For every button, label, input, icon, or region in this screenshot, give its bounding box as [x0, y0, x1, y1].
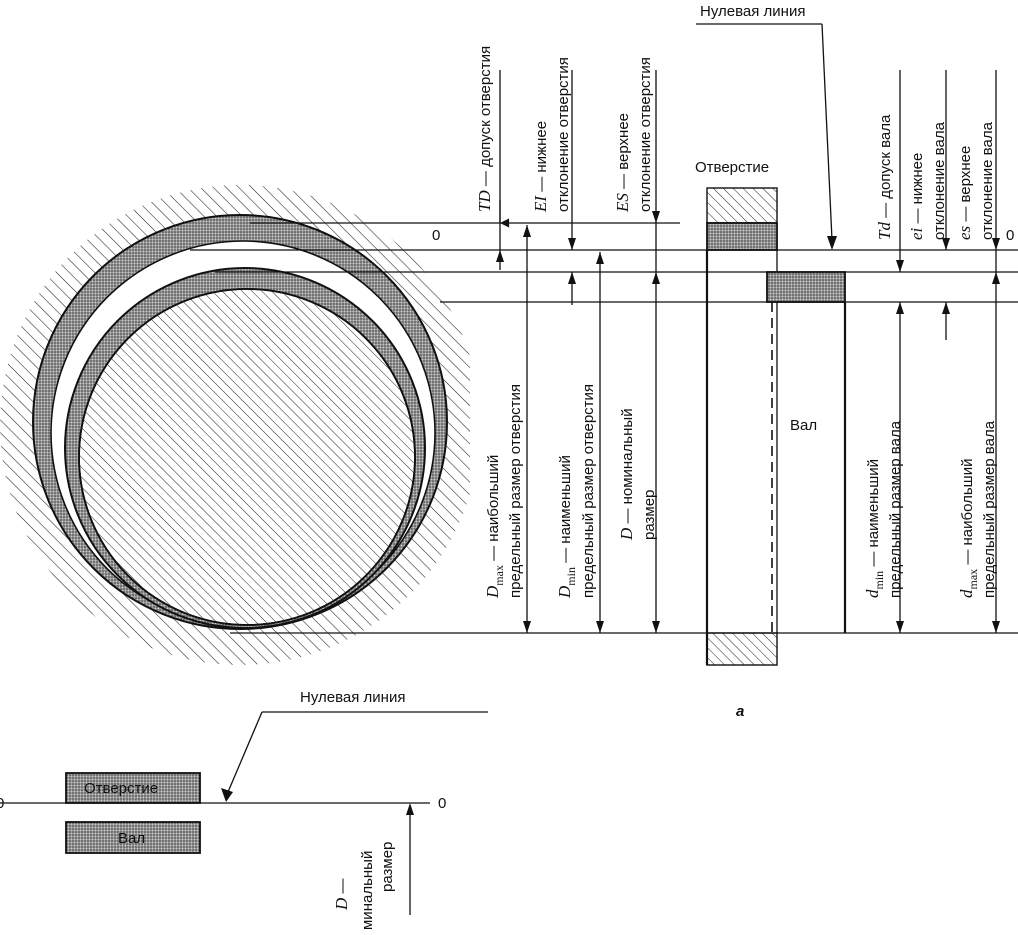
section-view: Нулевая линия Отверстие Вал — [695, 3, 847, 666]
label-dnom-2: размер — [641, 490, 658, 540]
hole-and-shaft-circles — [0, 185, 470, 665]
label-dmin-2: предельный размер отверстия — [580, 384, 597, 598]
zero-mark-right: 0 — [1006, 227, 1014, 244]
zero-mark-left: 0 — [432, 227, 440, 244]
zero-line-label-top: Нулевая линия — [700, 3, 805, 20]
label-dnom: D — номинальный — [617, 408, 636, 541]
label-small-d: D — — [332, 879, 351, 911]
label-dmax: Dmax — наибольший — [483, 455, 506, 599]
shaft-label-small: Вал — [118, 830, 145, 847]
label-dmax-shaft-2: предельный размер вала — [981, 420, 998, 598]
zero-line-label-bottom: Нулевая линия — [300, 689, 405, 706]
label-dmax-shaft: dmax — наибольший — [957, 459, 980, 598]
hole-label-top: Отверстие — [695, 159, 769, 176]
label-es: ES — верхнее — [613, 113, 632, 213]
zero-mark-small-left: 0 — [0, 795, 4, 812]
shaft-dimension-lines — [896, 70, 1000, 633]
label-td-shaft: Td — допуск вала — [875, 114, 894, 240]
label-ei-shaft: ei — нижнее — [907, 153, 926, 240]
hole-dimension-lines — [496, 70, 660, 633]
label-td: TD — допуск отверстия — [475, 46, 494, 212]
label-small-d-3: размер — [379, 842, 396, 892]
hole-label-small: Отверстие — [84, 780, 158, 797]
label-ei-shaft-2: отклонение вала — [931, 121, 948, 240]
reference-lines — [190, 222, 1018, 634]
zero-mark-small-right: 0 — [438, 795, 446, 812]
label-dmax-2: предельный размер отверстия — [507, 384, 524, 598]
label-es-2: отклонение отверстия — [637, 57, 654, 212]
label-dmin-shaft: dmin — наименьший — [863, 459, 886, 598]
label-es-shaft: es — верхнее — [955, 146, 974, 240]
label-small-d-2: минальный — [359, 851, 376, 930]
label-ei-2: отклонение отверстия — [555, 57, 572, 212]
label-dmin-shaft-2: предельный размер вала — [887, 420, 904, 598]
label-dmin: Dmin — наименьший — [555, 455, 578, 599]
figure-letter: а — [736, 703, 744, 720]
label-es-shaft-2: отклонение вала — [979, 121, 996, 240]
label-ei: EI — нижнее — [531, 121, 550, 213]
shaft-label: Вал — [790, 417, 817, 434]
simplified-scheme: Нулевая линия 0 0 Отверстие Вал D — мина… — [0, 689, 488, 930]
